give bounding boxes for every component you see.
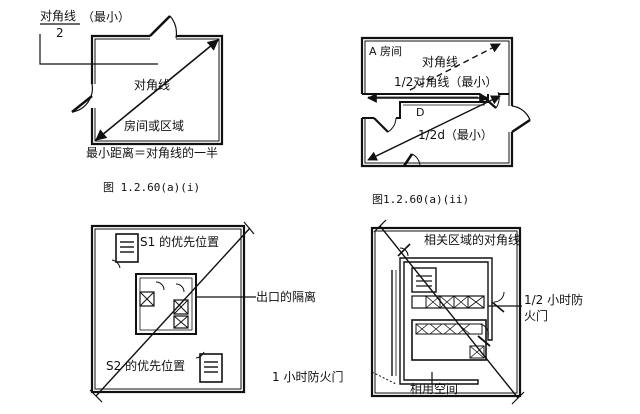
fig4-outer-walls (370, 226, 522, 398)
fig4-stair-icon (397, 243, 411, 257)
fig1-label-leader (39, 34, 158, 65)
figure-3: S1 的优先位置 出口的隔离 S2 的优先位置 (89, 221, 316, 403)
fig2-dashed-diagonal (409, 43, 501, 91)
fig3-s1-label: S1 的优先位置 (140, 234, 219, 249)
fig4-half-hour-door-label-2: 火门 (524, 308, 548, 323)
fig1-caption: 图 1.2.60(a)(i) (103, 181, 200, 194)
fig4-one-hour-leader (371, 371, 397, 385)
fig2-half-diagonal-label: 1/2对角线（最小） (394, 75, 497, 89)
fig4-shared-space-label: 相用空间 (410, 382, 458, 396)
figure-1: 对角线 2 （最小） 对角线 房间或区域 最小距离＝对角线的一半 图 1.2.6… (39, 9, 224, 194)
fig1-diagonal-label: 对角线 (134, 78, 170, 92)
fig4-one-hour-door-label: 1 小时防火门 (272, 369, 343, 384)
figure-2: A 房间 对角线 1/2对角线（最小） D 1/2d（最小） 图1.2.60(a… (360, 36, 531, 206)
fig3-s1-stair-icon (111, 233, 139, 269)
fig1-room-label: 房间或区域 (124, 118, 184, 133)
fig3-diagonal (95, 227, 251, 397)
fig4-half-hour-door-icon (491, 291, 505, 313)
fig1-fraction-denominator: 2 (56, 26, 64, 40)
fig2-caption: 图1.2.60(a)(ii) (372, 193, 469, 206)
fig2-diagonal-label: 对角线 (422, 55, 458, 69)
fig4-related-diagonal-label: 相关区域的对角线 (424, 232, 520, 247)
fig3-exit-separation-label: 出口的隔离 (256, 289, 316, 304)
fig1-fraction-numerator: 对角线 (40, 9, 76, 23)
fig4-half-hour-door-label-1: 1/2 小时防 (524, 292, 583, 307)
fig2-right-door-icon (511, 105, 531, 134)
fig1-min-distance-label: 最小距离＝对角线的一半 (86, 145, 218, 160)
fig3-core-block (135, 273, 197, 335)
fig2-room-walls (360, 36, 514, 168)
fig1-left-door-icon (71, 83, 93, 113)
fig3-s2-label: S2 的优先位置 (106, 358, 185, 373)
fig1-diagonal-arrow (95, 39, 219, 141)
fig4-core-block (391, 257, 493, 385)
fig3-outer-walls (90, 224, 246, 394)
fig1-min-label: （最小） (82, 10, 130, 24)
fig2-half-d-label: 1/2d（最小） (418, 128, 493, 142)
fig1-room-walls (90, 34, 224, 146)
fig2-d-label: D (416, 106, 424, 119)
fig4-diagonal (379, 225, 519, 399)
fig2-room-a-label: A 房间 (369, 45, 402, 58)
fig1-top-door-icon (149, 15, 178, 39)
figure-4: 相关区域的对角线 1/2 小时防 火门 1 小时防火门 相用空间 (272, 219, 583, 405)
fig2-long-diagonal (367, 95, 501, 161)
fig3-s2-stair-icon (195, 351, 223, 383)
fig2-bottom-door-icon (402, 153, 421, 167)
